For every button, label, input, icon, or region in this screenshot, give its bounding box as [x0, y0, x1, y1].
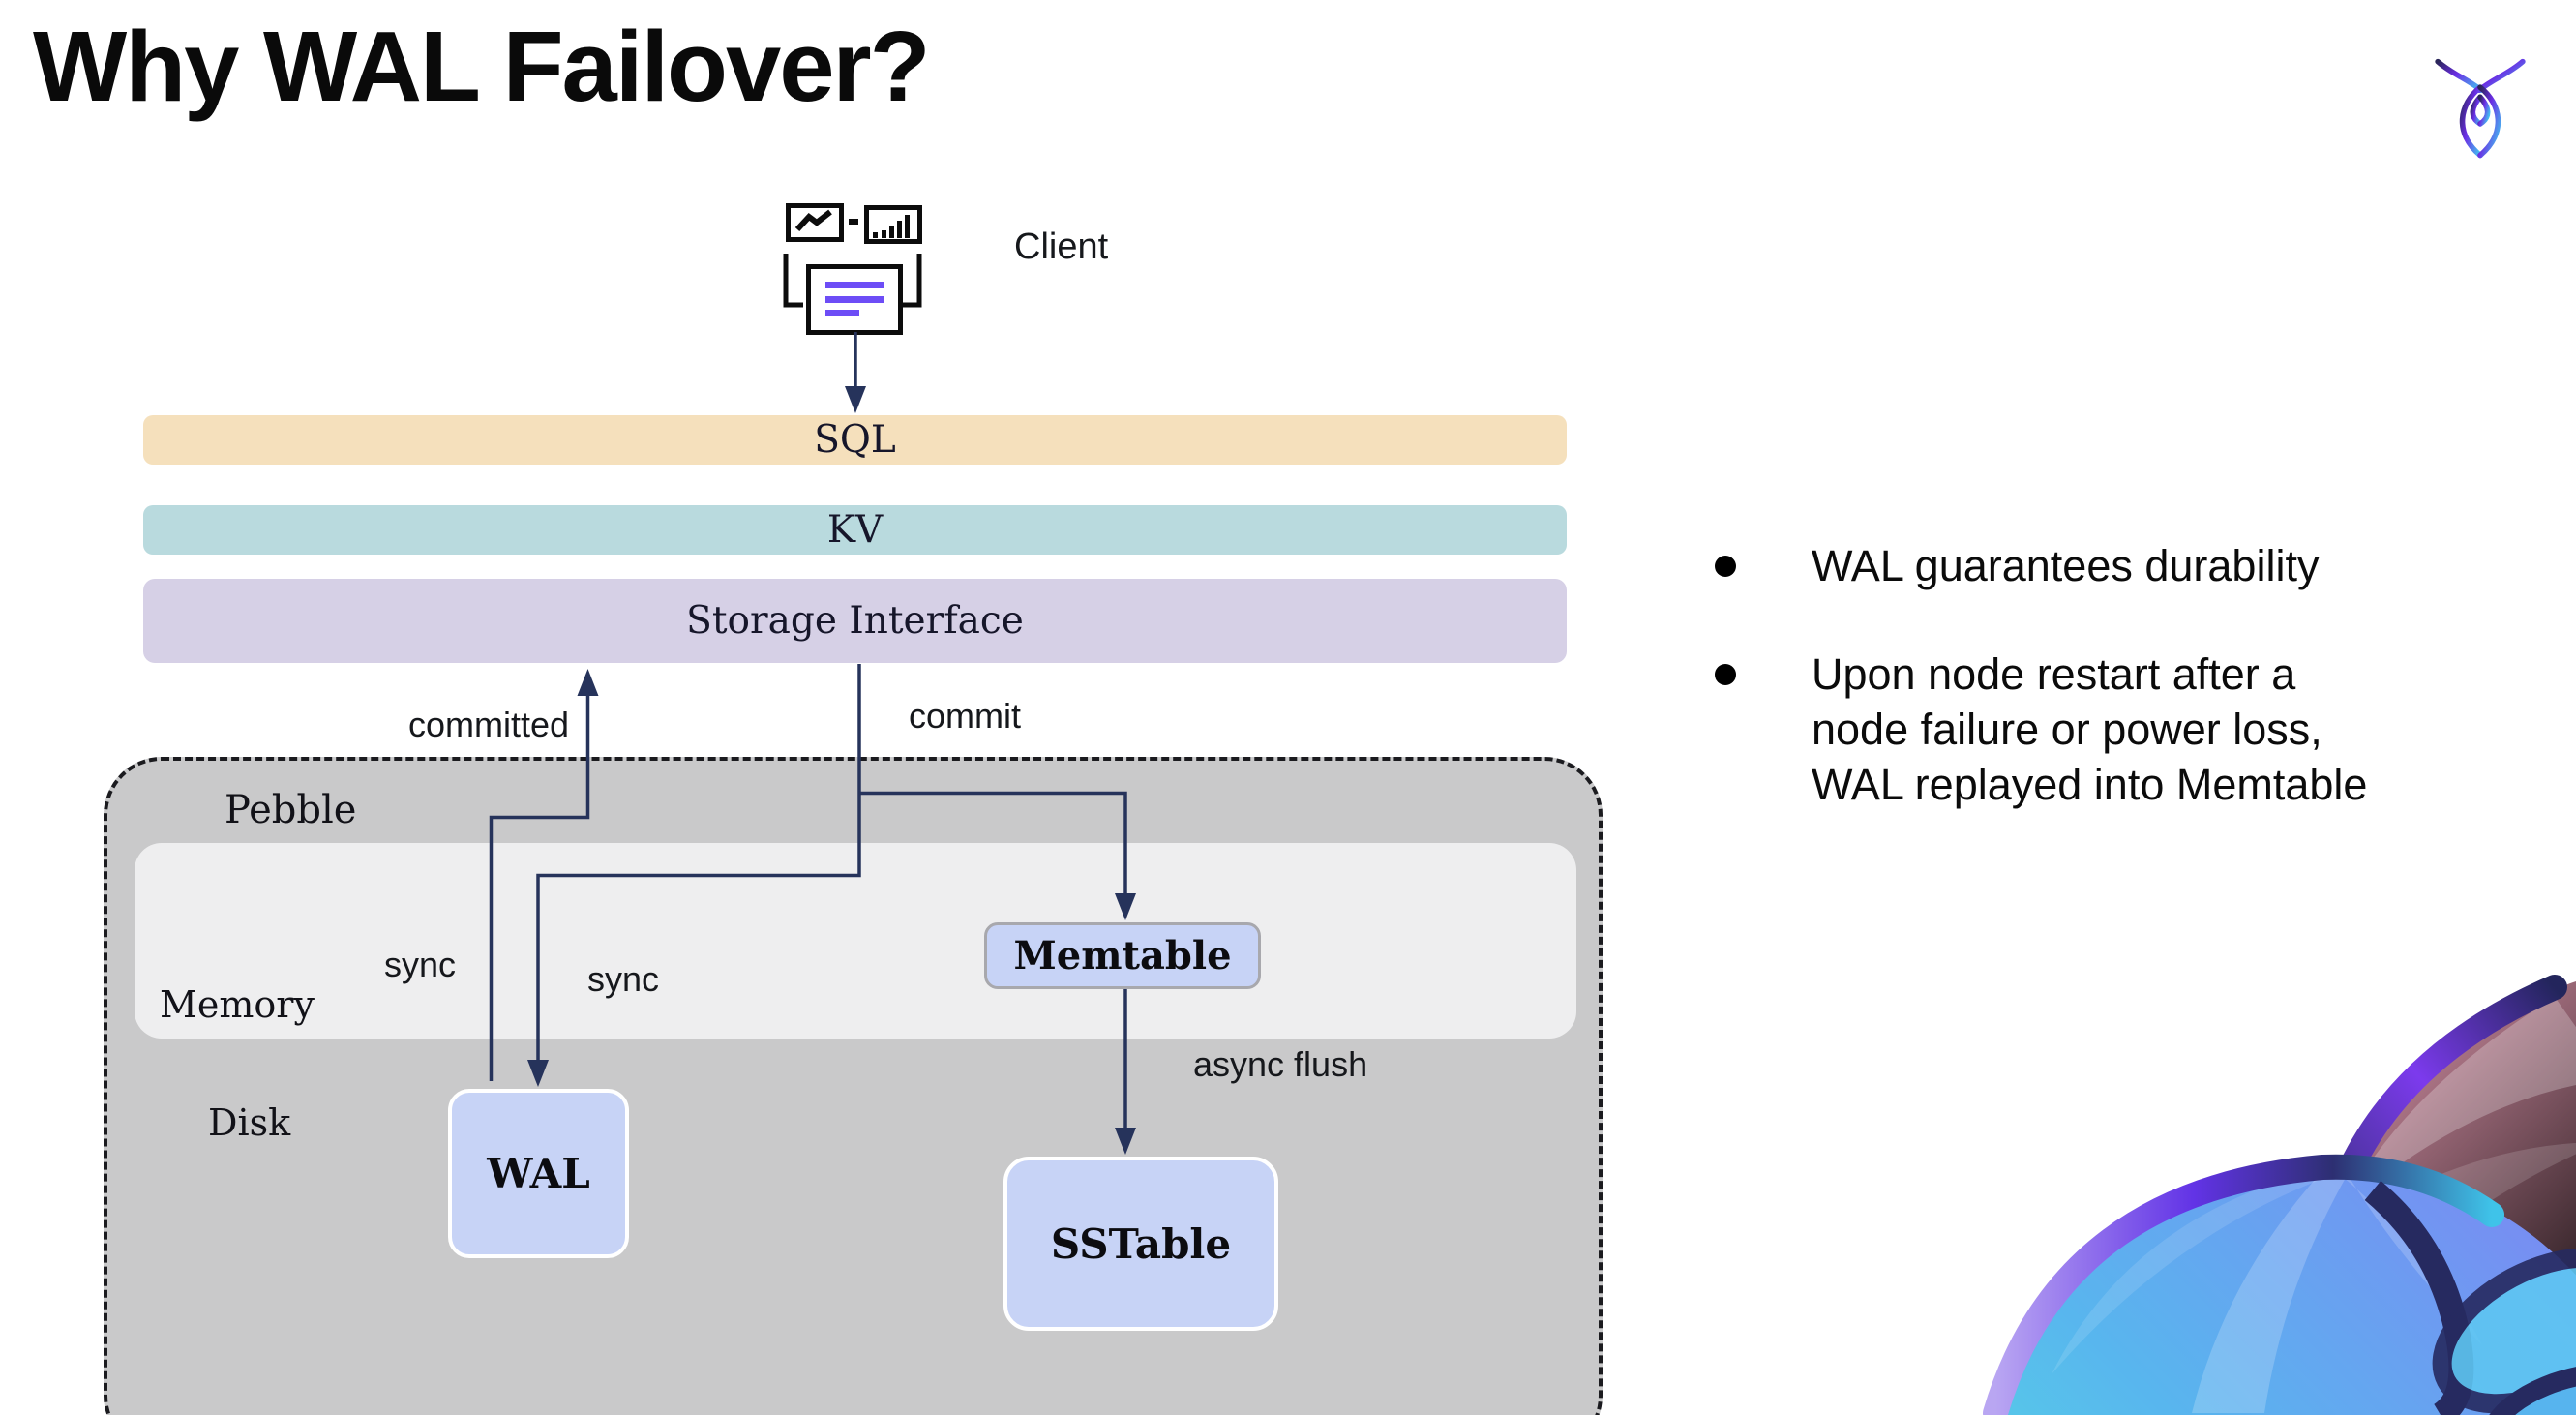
page-title: Why WAL Failover?	[33, 11, 931, 122]
node-memtable: Memtable	[984, 922, 1261, 989]
dash-connector	[849, 219, 858, 225]
memory-zone	[135, 843, 1576, 1039]
list-item: WAL guarantees durability	[1715, 538, 2547, 593]
layer-storage-label: Storage Interface	[686, 599, 1024, 643]
client-label: Client	[1014, 226, 1109, 267]
node-memtable-label: Memtable	[1013, 933, 1232, 978]
cockroach-spheres-artwork	[1983, 975, 2576, 1415]
layer-sql: SQL	[143, 415, 1567, 465]
layer-kv-label: KV	[826, 508, 884, 552]
bullet-dot-icon	[1715, 556, 1736, 577]
edge-label-committed: committed	[408, 705, 570, 744]
arrowhead-into-storage	[577, 669, 599, 696]
layer-kv: KV	[143, 505, 1567, 555]
bullet-list: WAL guarantees durability Upon node rest…	[1715, 538, 2547, 812]
document-text-lines	[825, 282, 884, 316]
disk-zone-label: Disk	[208, 1101, 291, 1144]
edge-label-sync-left: sync	[384, 945, 457, 984]
edge-label-async-flush: async flush	[1193, 1044, 1368, 1084]
cockroachdb-logo-icon	[2435, 58, 2526, 159]
line-chart-icon	[786, 203, 844, 242]
node-wal: WAL	[448, 1089, 629, 1258]
layer-sql-label: SQL	[814, 418, 896, 462]
bracket-right	[902, 254, 922, 308]
list-item: Upon node restart after a node failure o…	[1715, 647, 2547, 812]
bullet-text: Upon node restart after a node failure o…	[1812, 649, 2368, 809]
arrowhead-into-sql	[845, 386, 866, 413]
memory-zone-label: Memory	[160, 983, 315, 1026]
edge-label-commit: commit	[909, 696, 1021, 736]
client-workstation-icon	[783, 203, 922, 335]
bullet-text: WAL guarantees durability	[1812, 541, 2320, 590]
node-wal-label: WAL	[487, 1150, 590, 1197]
node-sstable-label: SSTable	[1050, 1219, 1232, 1268]
bullet-dot-icon	[1715, 664, 1736, 685]
layer-storage-interface: Storage Interface	[143, 579, 1567, 663]
bracket-left	[783, 254, 803, 308]
node-sstable: SSTable	[1003, 1157, 1278, 1331]
pebble-label: Pebble	[225, 788, 357, 832]
edge-label-sync-right: sync	[587, 959, 660, 999]
